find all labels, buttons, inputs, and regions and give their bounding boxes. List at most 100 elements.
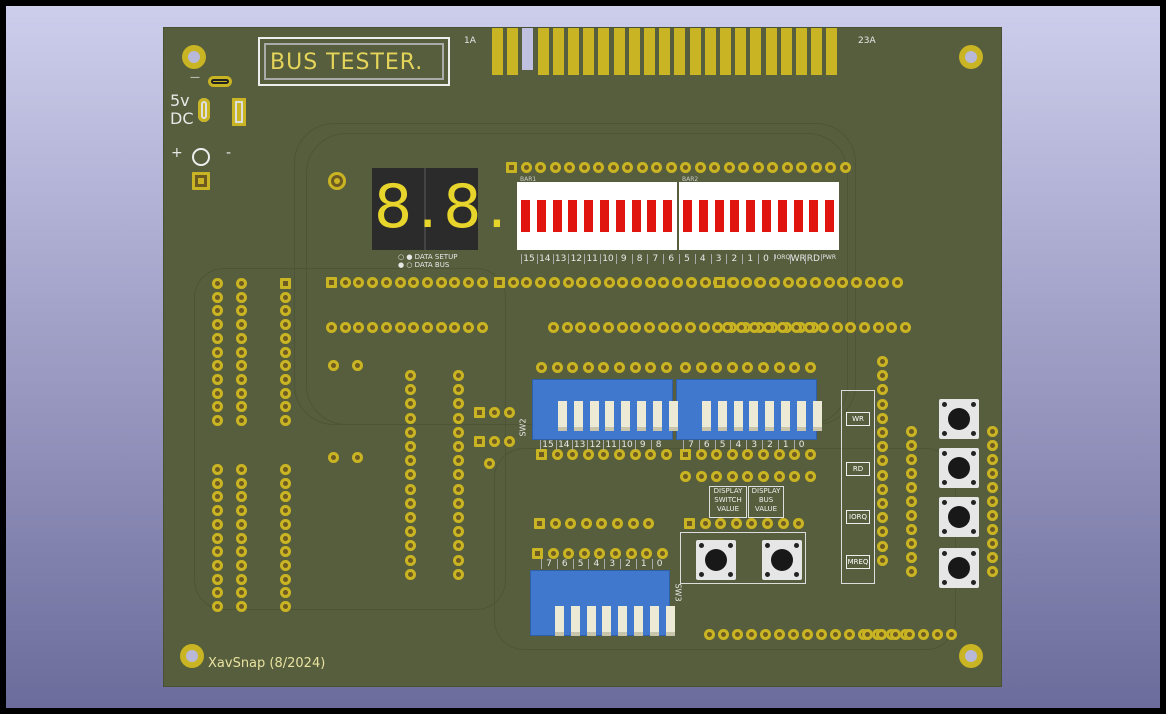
pad (684, 518, 695, 529)
edge-finger (537, 28, 549, 75)
pad (494, 277, 505, 288)
pad (877, 498, 888, 509)
pad (598, 362, 610, 373)
dip-switch-sw1[interactable] (676, 379, 817, 440)
pad (405, 426, 416, 438)
pad (610, 548, 621, 559)
pad (463, 277, 474, 288)
dip-lever (570, 606, 580, 636)
mounting-hole (182, 45, 206, 69)
pad (643, 518, 655, 529)
pad (328, 360, 339, 371)
pad (551, 449, 563, 460)
3d-viewport[interactable]: 1A 23A BUS TESTER. — 5v DC + - 8.8. ○ ● … (6, 6, 1160, 708)
dip-lever (618, 606, 628, 636)
led-segment (714, 200, 724, 232)
led-segment (698, 200, 708, 232)
pad (837, 277, 849, 288)
dip-lever (733, 401, 743, 431)
dip-lever (621, 401, 631, 431)
led-segment (746, 200, 756, 232)
pad (752, 162, 764, 173)
pad (353, 277, 365, 288)
bargraph-ref: BAR1 (520, 176, 537, 183)
dip-switch-sw2[interactable] (532, 379, 673, 440)
pad (580, 518, 592, 529)
pad (657, 322, 669, 333)
pad (280, 360, 291, 372)
dip-lever (589, 401, 599, 431)
iorq-button[interactable] (939, 497, 979, 537)
pad (405, 469, 416, 481)
pad (872, 322, 884, 333)
edge-finger (628, 28, 640, 75)
pad (877, 540, 888, 552)
pad (877, 412, 888, 424)
sw2-ref: SW2 (518, 418, 528, 437)
pad (339, 277, 351, 288)
dip-lever (665, 606, 675, 636)
pad (660, 449, 672, 460)
pad (421, 322, 433, 333)
display-bus-value-button[interactable] (762, 540, 802, 580)
bargraph-label: 10 (600, 254, 615, 264)
pad (549, 162, 561, 173)
edge-finger (689, 28, 701, 75)
pad (504, 436, 515, 447)
pad (810, 162, 822, 173)
pad (532, 548, 543, 559)
pad (711, 449, 723, 460)
pad (831, 322, 843, 333)
pad (405, 398, 416, 410)
led-segment (777, 200, 787, 232)
pad (212, 373, 223, 385)
signal-frame (841, 390, 875, 584)
rd-button[interactable] (939, 448, 979, 488)
pad (762, 518, 773, 529)
pad (695, 362, 707, 373)
dip-switch-label: 13 (571, 440, 587, 450)
pad (906, 482, 917, 493)
dip-switch-label: 10 (619, 440, 634, 450)
wr-button[interactable] (939, 399, 979, 439)
pad (564, 162, 575, 173)
pad (567, 449, 579, 460)
pad (535, 277, 547, 288)
pad (755, 277, 767, 288)
pad (625, 548, 637, 559)
pad (339, 322, 351, 333)
pad (730, 518, 742, 529)
pad (236, 346, 247, 358)
edge-finger (826, 28, 838, 75)
pad (212, 587, 223, 599)
pad (718, 629, 729, 640)
pad (212, 319, 223, 331)
pad (405, 568, 416, 580)
dip-lever (796, 401, 806, 431)
mreq-button[interactable] (939, 548, 979, 588)
dip-switch-sw3[interactable] (530, 570, 670, 636)
edge-finger (598, 28, 610, 75)
pad (435, 277, 447, 288)
pad (877, 370, 888, 382)
pad (698, 322, 710, 333)
pad (236, 518, 247, 530)
pad (280, 464, 291, 475)
pad (394, 322, 406, 333)
pad (578, 548, 590, 559)
display-switch-value-button[interactable] (696, 540, 736, 580)
pad (622, 162, 633, 173)
pad (796, 277, 808, 288)
dip-lever (812, 401, 822, 431)
pad (876, 629, 887, 640)
dip-lever (652, 401, 662, 431)
led-segment (631, 200, 641, 232)
pad (906, 552, 917, 563)
bargraph-label: PWR (821, 254, 837, 261)
pad (767, 162, 778, 173)
pad (758, 362, 769, 373)
pad (535, 162, 546, 173)
pad (680, 471, 691, 482)
pad (212, 332, 223, 344)
pad (489, 436, 500, 447)
